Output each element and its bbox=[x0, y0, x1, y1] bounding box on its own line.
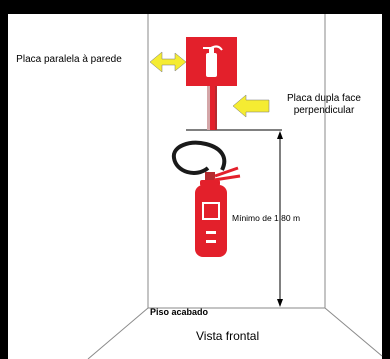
floor-perspective-right bbox=[324, 307, 383, 357]
label-piso-acabado: Piso acabado bbox=[150, 307, 209, 317]
frame-top bbox=[0, 0, 390, 14]
height-dimension bbox=[186, 129, 283, 307]
fire-extinguisher-icon bbox=[171, 140, 241, 257]
room-lines bbox=[87, 14, 383, 359]
label-placa-dupla-face: Placa dupla face perpendicular bbox=[287, 93, 361, 116]
label-placa-paralela: Placa paralela à parede bbox=[16, 54, 122, 65]
fire-extinguisher-sign-icon bbox=[186, 37, 237, 86]
frame-right bbox=[382, 0, 390, 359]
perpendicular-sign bbox=[207, 86, 217, 130]
arrow-left-icon bbox=[149, 51, 187, 73]
dimension-arrow-up bbox=[277, 131, 283, 139]
floor-perspective-left bbox=[87, 307, 149, 359]
label-minimo-altura: Mínimo de 1,80 m bbox=[232, 213, 301, 223]
arrow-left-icon bbox=[232, 94, 270, 118]
label-vista-frontal: Vista frontal bbox=[196, 329, 260, 343]
dimension-arrow-down bbox=[277, 299, 283, 307]
frame-left bbox=[0, 0, 8, 359]
